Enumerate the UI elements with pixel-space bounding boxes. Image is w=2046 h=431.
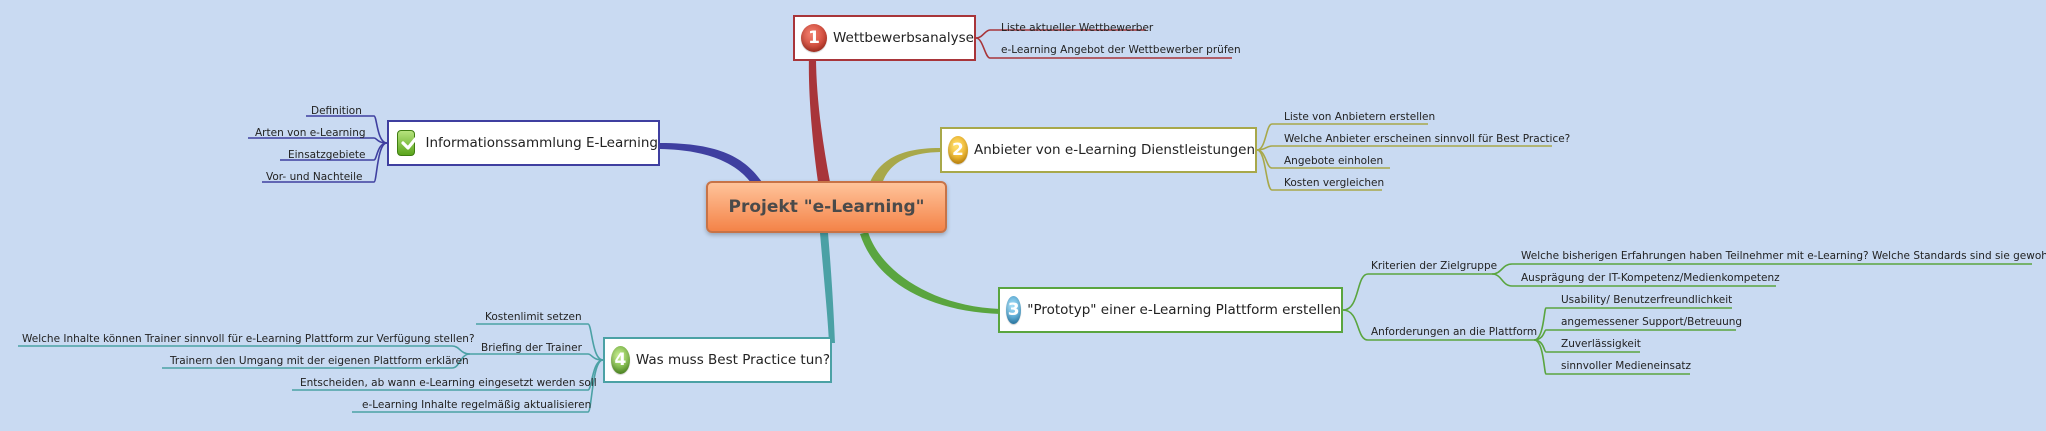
leaf-vor-und-nachteile[interactable]: Vor- und Nachteile bbox=[266, 171, 363, 183]
leaf-kostenlimit[interactable]: Kostenlimit setzen bbox=[485, 311, 582, 323]
leaf-inhalte-aktualisieren[interactable]: e-Learning Inhalte regelmäßig aktualisie… bbox=[362, 399, 592, 411]
branch-anbieter-link bbox=[870, 148, 940, 184]
number-4-icon: 4 bbox=[611, 346, 630, 374]
topic-best-practice-label: Was muss Best Practice tun? bbox=[635, 352, 830, 368]
leaf-wettbewerber-angebot[interactable]: e-Learning Angebot der Wettbewerber prüf… bbox=[1001, 44, 1241, 56]
subtopic-kriterien-zielgruppe[interactable]: Kriterien der Zielgruppe bbox=[1371, 260, 1498, 272]
topic-prototyp-label: "Prototyp" einer e-Learning Plattform er… bbox=[1027, 302, 1341, 318]
leaf-einsatzgebiete[interactable]: Einsatzgebiete bbox=[288, 149, 366, 161]
branch-bestpractice-link bbox=[820, 233, 835, 343]
topic-anbieter[interactable]: 2 Anbieter von e-Learning Dienstleistung… bbox=[940, 127, 1257, 173]
number-3-icon: 3 bbox=[1006, 296, 1022, 324]
topic-prototyp[interactable]: 3 "Prototyp" einer e-Learning Plattform … bbox=[998, 287, 1343, 333]
leaf-medieneinsatz[interactable]: sinnvoller Medieneinsatz bbox=[1561, 360, 1692, 372]
branch-wettbewerb-link bbox=[808, 56, 830, 182]
subtopic-anforderungen-plattform[interactable]: Anforderungen an die Plattform bbox=[1371, 326, 1538, 338]
topic-informationssammlung[interactable]: Informationssammlung E-Learning bbox=[387, 120, 660, 166]
leaf-support[interactable]: angemessener Support/Betreuung bbox=[1561, 316, 1743, 328]
number-1-icon: 1 bbox=[801, 24, 827, 52]
leaf-anbieter-liste[interactable]: Liste von Anbietern erstellen bbox=[1284, 111, 1436, 123]
number-2-icon: 2 bbox=[948, 136, 968, 164]
topic-informationssammlung-label: Informationssammlung E-Learning bbox=[425, 135, 658, 151]
leaf-wettbewerber-liste[interactable]: Liste aktueller Wettbewerber bbox=[1001, 22, 1154, 34]
subtopic-briefing-trainer[interactable]: Briefing der Trainer bbox=[481, 342, 582, 354]
checkmark-icon bbox=[397, 130, 419, 156]
branch-prototyp-link bbox=[860, 232, 1000, 314]
topic-wettbewerbsanalyse[interactable]: 1 Wettbewerbsanalyse bbox=[793, 15, 976, 61]
leaf-usability[interactable]: Usability/ Benutzerfreundlichkeit bbox=[1561, 294, 1733, 306]
leaf-zuverlaessigkeit[interactable]: Zuverlässigkeit bbox=[1561, 338, 1641, 350]
central-topic[interactable]: Projekt "e-Learning" bbox=[706, 181, 947, 233]
topic-anbieter-label: Anbieter von e-Learning Dienstleistungen bbox=[973, 142, 1255, 158]
leaf-definition[interactable]: Definition bbox=[311, 105, 362, 117]
leaf-kosten-vergleichen[interactable]: Kosten vergleichen bbox=[1284, 177, 1385, 189]
leaf-entscheiden[interactable]: Entscheiden, ab wann e-Learning eingeset… bbox=[300, 377, 597, 389]
leaf-angebote-einholen[interactable]: Angebote einholen bbox=[1284, 155, 1384, 167]
central-topic-label: Projekt "e-Learning" bbox=[728, 197, 925, 217]
topic-best-practice[interactable]: 4 Was muss Best Practice tun? bbox=[603, 337, 832, 383]
leaf-it-kompetenz[interactable]: Ausprägung der IT-Kompetenz/Medienkompet… bbox=[1521, 272, 1780, 284]
leaf-trainer-inhalte[interactable]: Welche Inhalte können Trainer sinnvoll f… bbox=[22, 333, 475, 345]
leaf-arten-e-learning[interactable]: Arten von e-Learning bbox=[255, 127, 366, 139]
leaf-trainer-umgang[interactable]: Trainern den Umgang mit der eigenen Plat… bbox=[170, 355, 469, 367]
leaf-anbieter-best-practice[interactable]: Welche Anbieter erscheinen sinnvoll für … bbox=[1284, 133, 1571, 145]
leaf-bisherige-erfahrungen[interactable]: Welche bisherigen Erfahrungen haben Teil… bbox=[1521, 250, 2046, 262]
branch-info-link bbox=[660, 143, 762, 184]
topic-wettbewerbsanalyse-label: Wettbewerbsanalyse bbox=[832, 30, 974, 46]
